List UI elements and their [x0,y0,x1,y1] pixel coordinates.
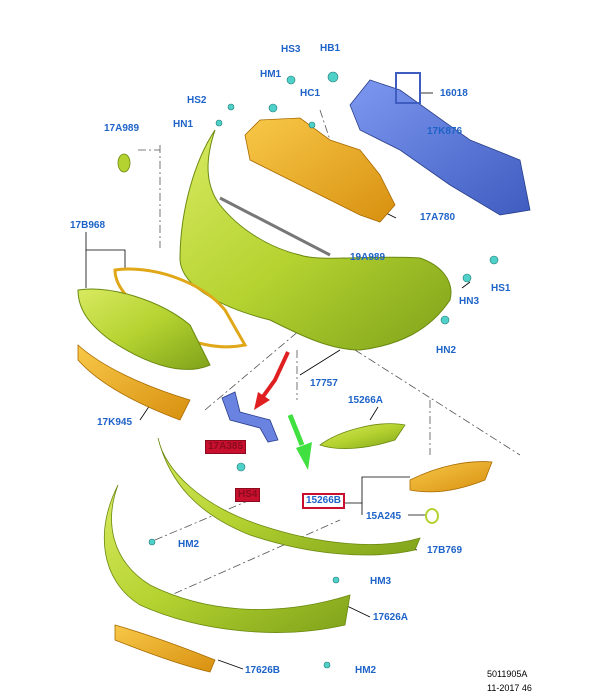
label-17a385: 17A385 [205,440,247,454]
label-17k876: 17K876 [427,126,463,137]
label-hs3: HS3 [281,44,301,55]
label-15a245: 15A245 [366,511,402,522]
chrome-strip [219,196,331,257]
label-hm2-lower: HM2 [355,665,377,676]
label-17a780: 17A780 [420,212,456,223]
red-arrow [260,351,290,400]
label-hn1: HN1 [173,119,194,130]
label-17k945: 17K945 [97,417,133,428]
label-17b769: 17B769 [427,545,463,556]
drawing-code: 5011905A [487,669,528,679]
lower-grille [77,344,191,421]
skid-plate [114,624,216,673]
green-arrow-head [296,442,312,470]
fog-bezel-left [319,423,406,449]
label-hc1: HC1 [300,88,321,99]
upper-bracket [244,117,396,223]
lip-spoiler [157,437,421,556]
fog-bezel-right [409,461,493,493]
beam-plate [395,72,421,104]
tow-cover [117,153,131,173]
label-17757: 17757 [310,378,338,389]
clip-ring [425,508,439,524]
drawing-date: 11-2017 46 [487,683,532,693]
label-17a989: 17A989 [104,123,140,134]
label-hn2: HN2 [436,345,457,356]
label-16018: 16018 [440,88,468,99]
bumper-cover [179,129,452,351]
label-hs2: HS2 [187,95,207,106]
label-hm1: HM1 [260,69,282,80]
label-hb1: HB1 [320,43,341,54]
side-bracket [221,391,279,443]
red-arrow-head [254,392,270,410]
label-hs1: HS1 [491,283,511,294]
label-hm2-upper: HM2 [178,539,200,550]
bumper-beam [349,79,531,216]
label-15266a: 15266A [348,395,384,406]
label-hn3: HN3 [459,296,480,307]
label-hs4: HS4 [235,488,261,502]
lower-cover [103,484,351,633]
label-17b968: 17B968 [70,220,106,231]
label-15266b: 15266B [302,493,346,509]
label-17626b: 17626B [245,665,281,676]
grille [77,288,211,370]
label-19a989: 19A989 [350,252,386,263]
label-17626a: 17626A [373,612,409,623]
label-hm3: HM3 [370,576,392,587]
green-arrow [287,414,305,446]
fasteners [148,71,499,669]
